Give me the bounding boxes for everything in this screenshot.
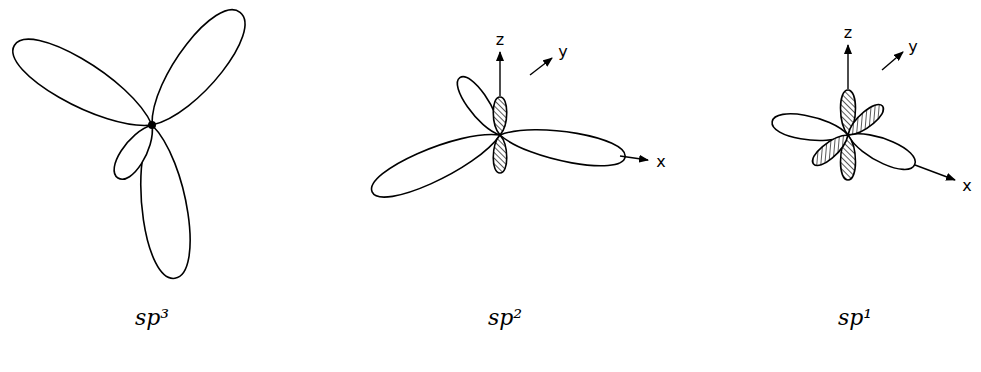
p-orbital-lobe: [493, 97, 507, 135]
orbital-lobe: [3, 26, 163, 144]
axis-label: y: [908, 39, 917, 55]
axis-arrow: [847, 45, 848, 89]
hybrid-label: sp²: [488, 307, 522, 329]
axis-arrow: [915, 165, 955, 180]
orbital-lobe: [497, 120, 627, 172]
axis-arrow: [499, 52, 500, 96]
orbital-lobe: [365, 120, 506, 207]
axis-arrow: [530, 58, 552, 75]
hybrid-label: sp³: [135, 307, 169, 329]
hybrid-label: sp¹: [838, 307, 872, 329]
axis-label: y: [558, 44, 567, 60]
axis-arrow: [882, 52, 903, 70]
axis-label: x: [656, 154, 665, 170]
nucleus-dot: [148, 121, 156, 129]
orbital-lobe: [134, 0, 258, 139]
axis-label: z: [496, 32, 504, 48]
axis-arrow: [620, 156, 648, 160]
p-orbital-lobe: [493, 135, 507, 173]
axis-label: z: [844, 25, 852, 41]
p-orbital-lobe: [809, 129, 853, 169]
axis-label: x: [962, 178, 971, 194]
p-orbital-lobe: [843, 100, 887, 140]
orbital-lobe: [108, 119, 162, 185]
